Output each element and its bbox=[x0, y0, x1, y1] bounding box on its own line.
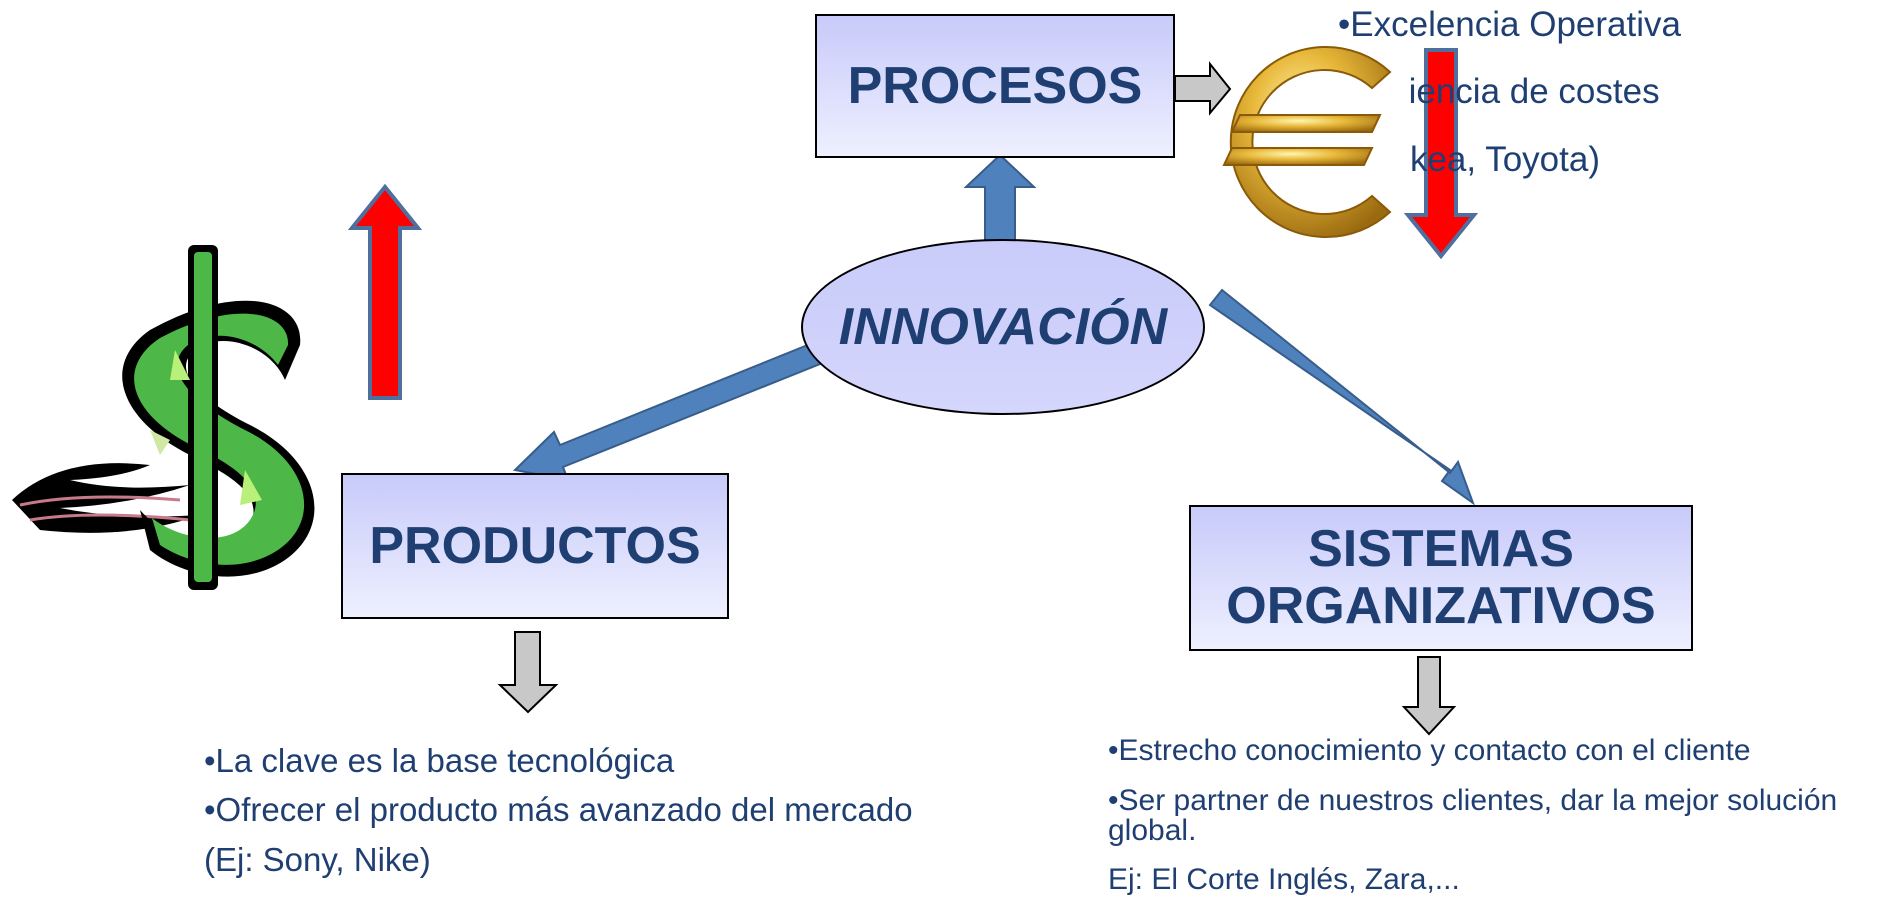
sistemas-bullet-2a: •Ser partner de nuestros clientes, dar l… bbox=[1108, 784, 1838, 817]
center-label: INNOVACIÓN bbox=[838, 298, 1168, 356]
box-productos: PRODUCTOS bbox=[341, 473, 729, 619]
red-arrow-up bbox=[347, 183, 423, 400]
productos-bullet-2: •Ofrecer el producto más avanzado del me… bbox=[204, 791, 913, 828]
box-sistemas-label-line2: ORGANIZATIVOS bbox=[1226, 577, 1656, 635]
box-procesos-label: PROCESOS bbox=[847, 57, 1143, 115]
gray-arrow-right bbox=[1174, 61, 1232, 116]
connector-arrow-up bbox=[963, 153, 1037, 250]
procesos-bullet-2: •Eficiencia de costes bbox=[1338, 72, 1660, 111]
gray-arrow-down-sistemas bbox=[1401, 656, 1457, 736]
box-procesos: PROCESOS bbox=[815, 14, 1175, 158]
box-sistemas-label-line1: SISTEMAS bbox=[1308, 519, 1574, 578]
box-productos-label: PRODUCTOS bbox=[369, 517, 701, 575]
sistemas-bullet-2b: global. bbox=[1108, 814, 1197, 847]
procesos-bullet-1: •Excelencia Operativa bbox=[1338, 5, 1681, 44]
productos-bullet-3: (Ej: Sony, Nike) bbox=[204, 841, 431, 878]
sistemas-bullet-3: Ej: El Corte Inglés, Zara,... bbox=[1108, 863, 1460, 896]
procesos-bullet-3: (Ej: Ikea, Toyota) bbox=[1338, 140, 1600, 179]
productos-bullet-1: •La clave es la base tecnológica bbox=[204, 742, 675, 779]
gray-arrow-down-productos bbox=[497, 631, 559, 714]
connector-arrow-right bbox=[1208, 288, 1476, 506]
sistemas-bullet-1: •Estrecho conocimiento y contacto con el… bbox=[1108, 734, 1751, 767]
box-sistemas-organizativos: SISTEMAS ORGANIZATIVOS bbox=[1189, 505, 1693, 651]
center-ellipse-innovacion: INNOVACIÓN bbox=[801, 239, 1205, 415]
connector-arrow-left bbox=[512, 338, 827, 482]
euro-sign-clipart bbox=[1222, 46, 1392, 238]
dollar-sign-clipart bbox=[12, 245, 315, 590]
